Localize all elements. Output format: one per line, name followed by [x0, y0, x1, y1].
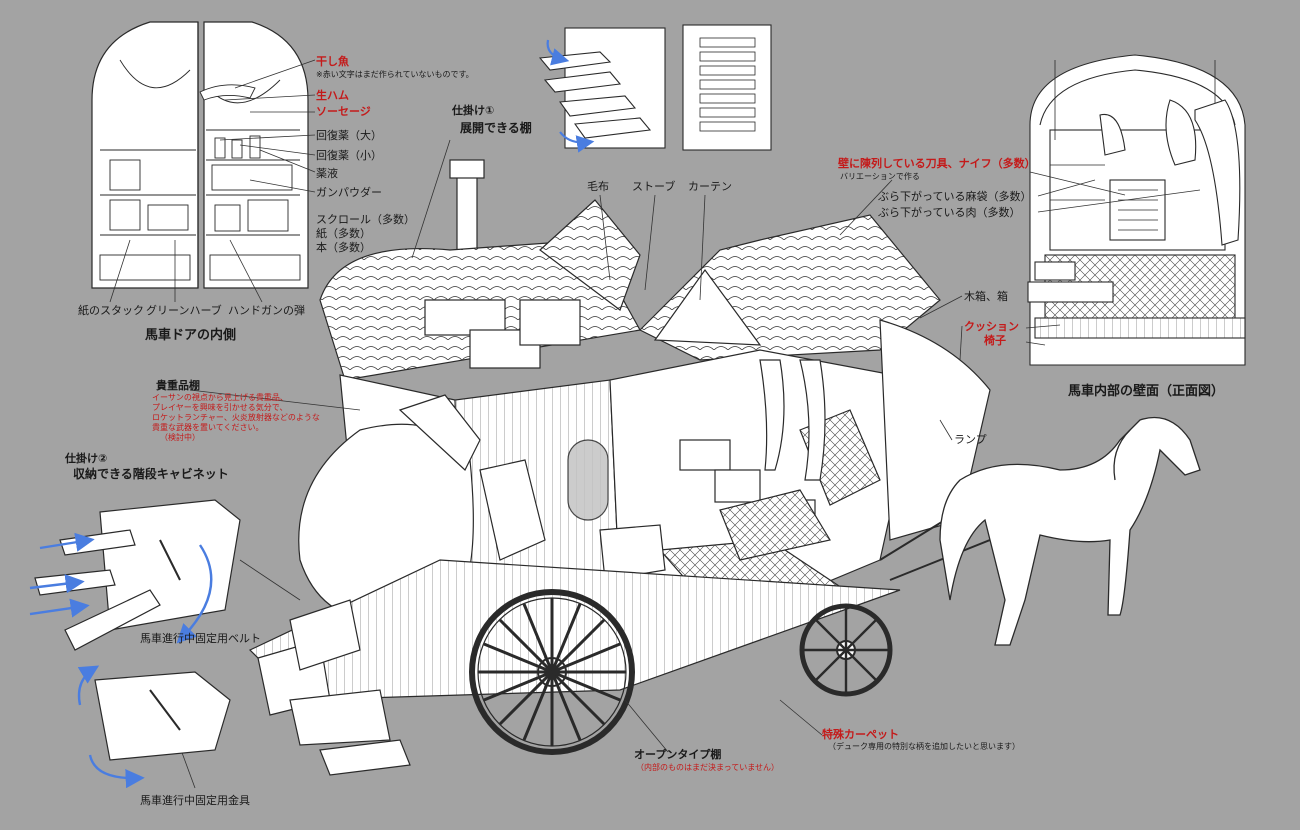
wagon-label-crates: 木箱、箱 [964, 290, 1008, 303]
wagon-label-blanket: 毛布 [587, 180, 609, 193]
expandable-shelf-drawing [538, 24, 772, 153]
door-section-title: 馬車ドアの内側 [145, 328, 237, 343]
gimmick2-title: 収納できる階段キャビネット [73, 467, 229, 481]
door-label-liquid: 薬液 [316, 167, 338, 180]
door-label-paper-stack: 紙のスタック [78, 304, 144, 317]
wagon-leader-lines [129, 139, 963, 789]
door-leader-lines [109, 59, 316, 303]
wagon-label-curtain: カーテン [688, 180, 732, 193]
interior-section-title: 馬車内部の壁面（正面図） [1068, 384, 1225, 399]
valuables-note-4: 貴重な武器を置いてください。 [152, 423, 264, 432]
interior-label-cushion: クッション [964, 320, 1019, 333]
interior-label-variation: バリエーションで作る [840, 172, 920, 181]
open-shelf-title: オープンタイプ棚 [634, 748, 722, 761]
stair-motion-arrows [29, 532, 213, 789]
carpet-note: （デューク専用の特別な柄を追加したいと思います） [828, 742, 1020, 751]
door-label-handgun-ammo: ハンドガンの弾 [228, 304, 305, 317]
door-label-green-herb: グリーンハーブ [146, 304, 222, 317]
interior-label-bags: ぶら下がっている麻袋（多数） [878, 190, 1032, 203]
gimmick1-title: 展開できる棚 [460, 121, 532, 135]
door-label-paper: 紙（多数） [316, 227, 371, 240]
door-label-scrolls: スクロール（多数） [316, 213, 415, 226]
door-label-gunpowder: ガンパウダー [316, 186, 382, 199]
stairs-label-belt: 馬車進行中固定用ベルト [140, 632, 261, 645]
gimmick2-number: 仕掛け② [65, 452, 108, 465]
door-label-sausage: ソーセージ [316, 105, 371, 118]
horse-drawing [939, 416, 1201, 646]
door-label-dried-fish: 干し魚 [316, 55, 349, 68]
door-label-potion-small: 回復薬（小） [316, 149, 382, 162]
valuables-note-1: イーサンの視点から見上げる貴重品、 [152, 393, 288, 402]
wagon-rear-wheel [469, 589, 635, 755]
wagon-front-wheel [799, 603, 893, 697]
gimmick1-number: 仕掛け① [452, 104, 495, 117]
door-label-books: 本（多数） [316, 241, 371, 254]
door-label-ham: 生ハム [316, 89, 349, 102]
stair-cabinet-drawing [34, 499, 241, 761]
wagon-label-stove: ストーブ [632, 180, 676, 193]
open-shelf-note: （内部のものはまだ決まっていません） [636, 763, 780, 772]
stairs-label-metal: 馬車進行中固定用金具 [140, 794, 250, 807]
interior-wall-drawing [1027, 54, 1246, 366]
wagon-drawing [248, 159, 991, 776]
door-interior-drawing [91, 21, 309, 289]
wagon-label-lamp: ランプ [954, 433, 987, 446]
valuables-note-5: （検討中） [160, 433, 200, 442]
valuables-title: 貴重品棚 [156, 379, 200, 392]
carpet-title: 特殊カーペット [822, 728, 899, 741]
interior-leader-lines [1025, 171, 1201, 346]
door-label-potion-large: 回復薬（大） [316, 129, 382, 142]
interior-label-meat: ぶら下がっている肉（多数） [878, 206, 1021, 219]
valuables-note-3: ロケットランチャー、火炎放射器などのような [152, 413, 320, 422]
interior-label-blades: 壁に陳列している刀具、ナイフ（多数） [838, 157, 1036, 170]
valuables-note-2: プレイヤーを興味を引かせる気分で、 [152, 403, 288, 412]
door-unmade-note: ※赤い文字はまだ作られていないものです。 [316, 70, 474, 79]
interior-label-chair: 椅子 [984, 334, 1006, 347]
